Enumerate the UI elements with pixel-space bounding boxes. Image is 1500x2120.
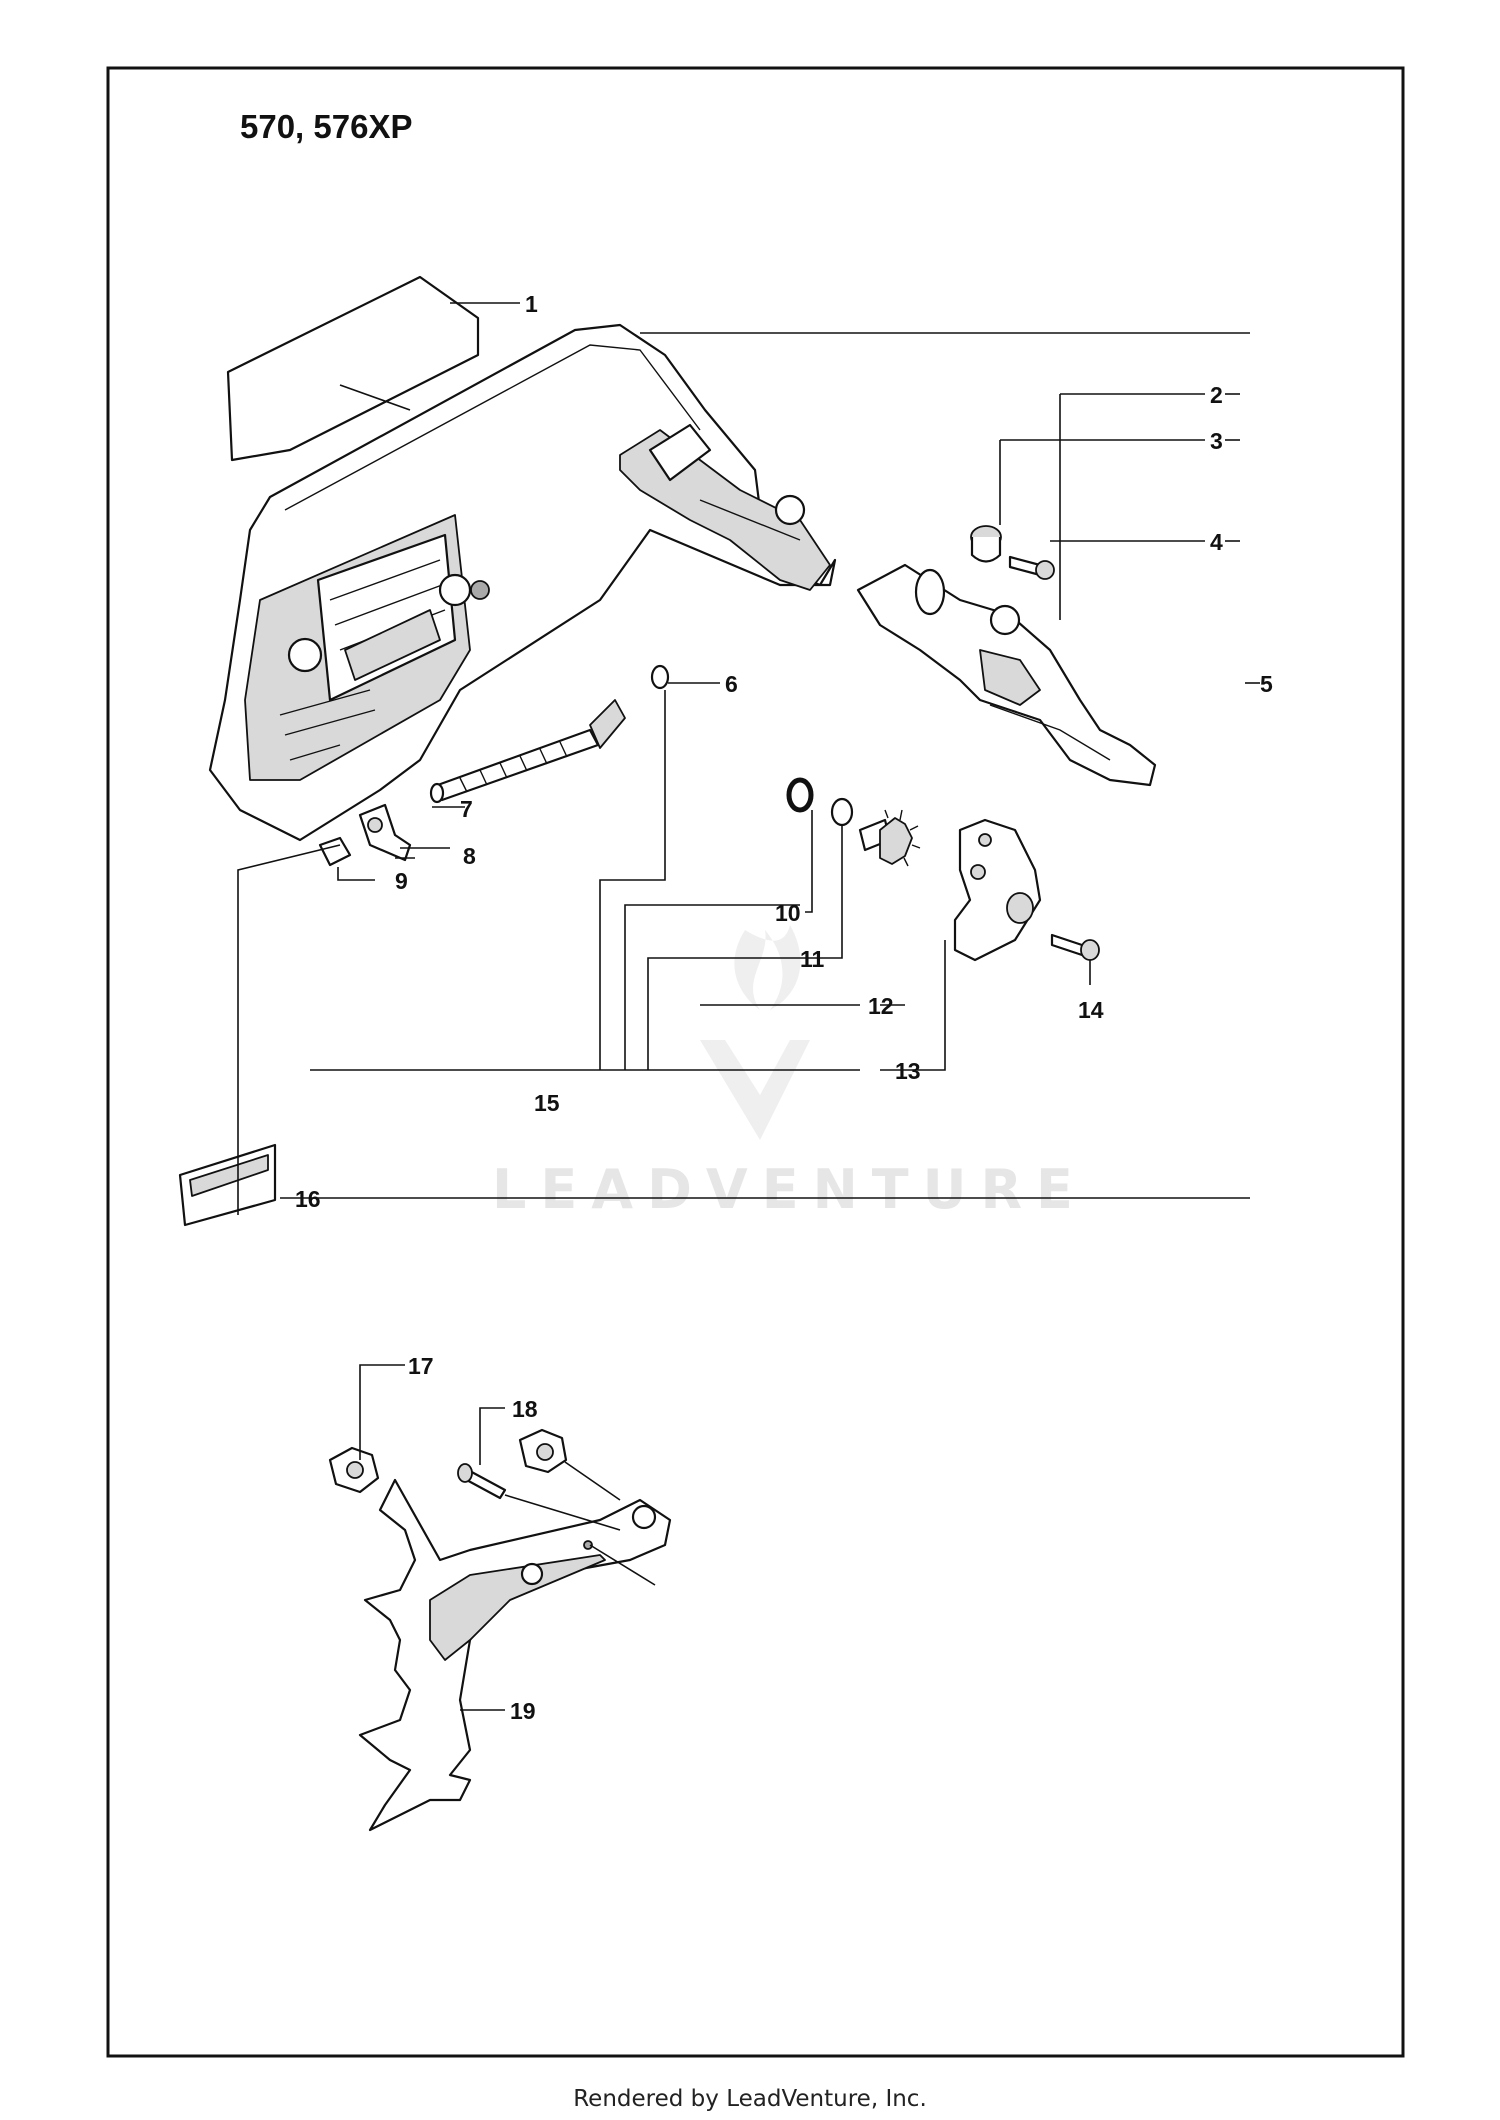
part-11-washer — [830, 797, 854, 827]
callout-6: 6 — [725, 671, 738, 697]
part-19-felling-dog — [358, 1478, 672, 1832]
part-9-nut — [318, 836, 352, 867]
watermark-text: LEADVENTURE — [492, 1158, 1087, 1221]
part-5-chain-catcher — [856, 563, 1157, 787]
part-3-sleeve — [970, 525, 1002, 563]
callout-13: 13 — [895, 1058, 921, 1084]
diagram-frame — [106, 66, 1405, 2058]
callout-8: 8 — [463, 843, 476, 869]
callout-4: 4 — [1210, 529, 1223, 555]
part-14-screw — [1050, 933, 1100, 961]
part-10-o-ring — [786, 777, 814, 813]
diagram-title: 570, 576XP — [240, 108, 412, 145]
callout-15: 15 — [534, 1090, 560, 1116]
part-18-nut — [518, 1428, 568, 1474]
callout-7: 7 — [460, 796, 473, 822]
callout-14: 14 — [1078, 997, 1104, 1023]
callout-1: 1 — [525, 291, 538, 317]
callout-18: 18 — [512, 1396, 538, 1422]
callout-12: 12 — [868, 993, 894, 1019]
callout-5: 5 — [1260, 671, 1273, 697]
part-17-nut — [328, 1446, 380, 1494]
leader-lines — [237, 302, 1260, 1711]
part-4-screw — [1008, 555, 1055, 580]
part-13-cover-plate — [953, 818, 1042, 962]
callout-19: 19 — [510, 1698, 536, 1724]
callout-16: 16 — [295, 1186, 321, 1212]
part-1-decal — [226, 275, 480, 462]
callout-11: 11 — [800, 946, 825, 972]
callout-2: 2 — [1210, 382, 1223, 408]
part-12-pinion — [858, 809, 921, 867]
part-15-clutch-cover — [208, 323, 837, 842]
footer-credit: Rendered by LeadVenture, Inc. — [573, 2086, 927, 2112]
callout-labels: 1 2 3 4 5 6 7 8 9 10 11 12 13 14 15 16 1… — [295, 291, 1273, 1724]
callout-10: 10 — [775, 900, 801, 926]
callout-3: 3 — [1210, 428, 1223, 454]
part-6-washer — [650, 664, 670, 690]
callout-17: 17 — [408, 1353, 434, 1379]
leadventure-watermark-logo — [700, 925, 810, 1140]
part-18-screw — [457, 1463, 507, 1500]
part-16-bumper-pad — [178, 1143, 277, 1227]
part-7-tension-screw — [429, 699, 626, 804]
callout-9: 9 — [395, 868, 408, 894]
part-8-tensioner-pin — [358, 803, 412, 862]
